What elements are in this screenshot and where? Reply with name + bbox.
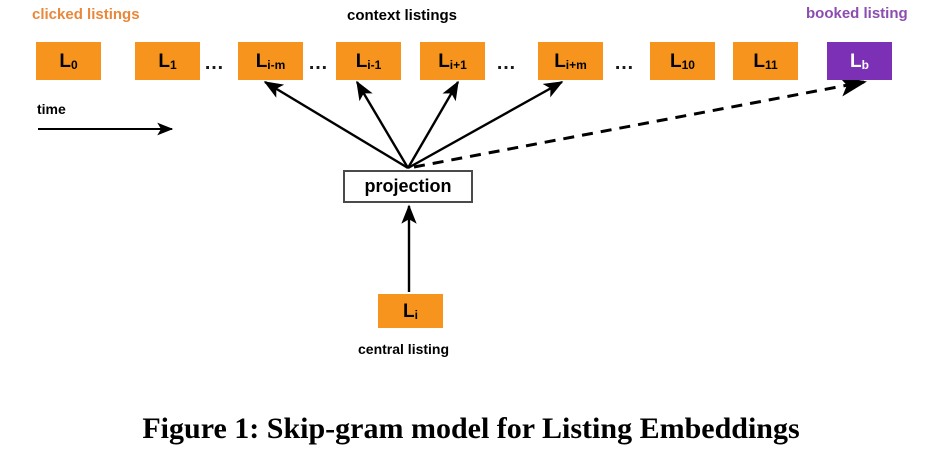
figure-caption: Figure 1: Skip-gram model for Listing Em… <box>142 412 800 445</box>
edge-to-L-i-m <box>263 80 409 170</box>
edge-to-L-i+1 <box>406 80 460 169</box>
booked-listing-dashed-arrow-group <box>413 76 867 169</box>
edge-to-L-i-1 <box>355 80 410 169</box>
projection-box[interactable]: projection <box>343 170 473 203</box>
node-label-base: L <box>59 50 71 72</box>
node-label-base: L <box>670 50 682 72</box>
node-label-subscript: i+m <box>565 58 587 72</box>
node-label-base: L <box>355 50 368 72</box>
edge-to-L-b <box>413 76 867 169</box>
node-label-base: L <box>158 50 170 72</box>
label-time-axis: time <box>37 101 66 117</box>
sequence-ellipsis: … <box>308 52 330 74</box>
context-arrows-group <box>263 80 564 170</box>
node-label-subscript: i+1 <box>449 58 467 72</box>
sequence-ellipsis: … <box>204 52 226 74</box>
label-context-listings: context listings <box>347 7 458 24</box>
node-label-base: L <box>403 300 415 322</box>
node-label-base: L <box>850 50 862 72</box>
label-clicked-listings: clicked listings <box>32 6 140 23</box>
node-label-subscript: 1 <box>169 58 177 72</box>
label-booked-listing: booked listing <box>806 5 908 22</box>
node-label-subscript: 0 <box>70 58 78 72</box>
node-label-subscript: i-m <box>267 58 286 72</box>
node-label-subscript: 10 <box>681 58 695 72</box>
node-label-subscript: 11 <box>764 58 778 72</box>
node-label-base: L <box>753 50 765 72</box>
node-label-base: L <box>554 50 566 72</box>
sequence-ellipsis: … <box>496 52 518 74</box>
node-label-subscript: b <box>861 58 869 72</box>
projection-label: projection <box>364 176 452 196</box>
node-label-subscript: i-1 <box>367 58 382 72</box>
node-label-base: L <box>255 50 268 72</box>
label-central-listing: central listing <box>358 341 450 357</box>
edge-to-L-i+m <box>407 80 564 170</box>
node-label-base: L <box>438 50 450 72</box>
node-label-subscript: i <box>414 308 418 322</box>
sequence-ellipsis: … <box>614 52 636 74</box>
